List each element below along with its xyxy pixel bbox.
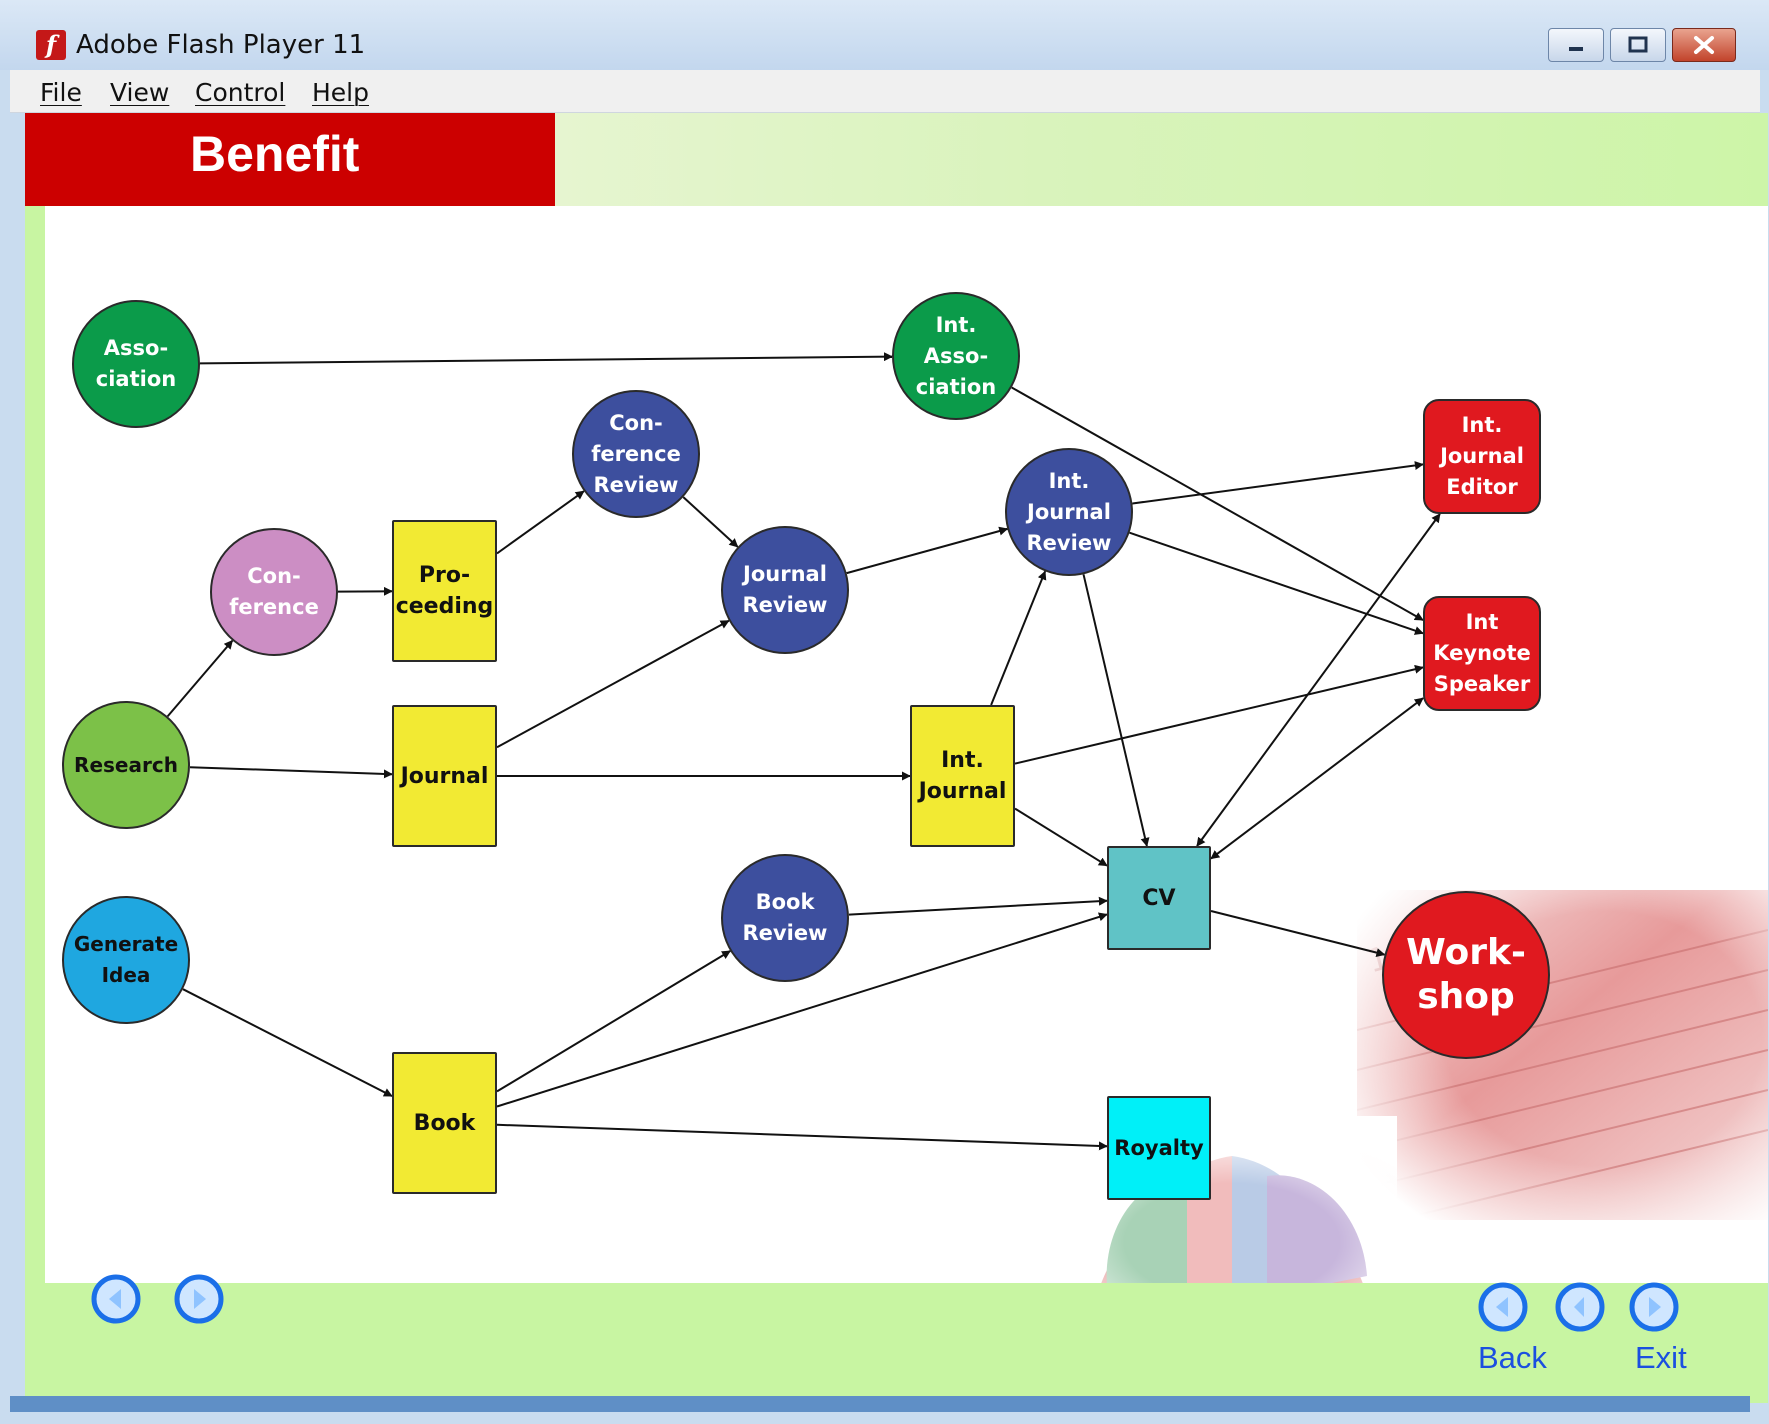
node-int-keynote-speaker: Int Keynote Speaker — [1423, 596, 1541, 711]
exit-link[interactable]: Exit — [1635, 1340, 1687, 1375]
node-int-journal: Int. Journal — [910, 705, 1015, 847]
menu-view[interactable]: View — [110, 78, 170, 107]
node-conference-review: Con- ference Review — [572, 390, 700, 518]
edge-association-to-int-association — [199, 352, 893, 365]
edge-cv-to-workshop — [1210, 910, 1386, 957]
back-previous-icon[interactable] — [1477, 1281, 1529, 1333]
node-label: Book — [413, 1110, 476, 1136]
window-bottom-border — [10, 1396, 1750, 1412]
close-button[interactable] — [1672, 28, 1736, 62]
node-label: Royalty — [1114, 1135, 1204, 1160]
banner-background — [555, 113, 1768, 206]
edge-int-journal-review-to-int-keynote-speaker — [1129, 531, 1424, 635]
home-icon[interactable] — [1554, 1281, 1606, 1333]
edge-generate-idea-to-book — [182, 988, 393, 1097]
menu-help[interactable]: Help — [312, 78, 369, 107]
node-int-association: Int. Asso- ciation — [892, 292, 1020, 420]
edge-int-journal-to-int-journal-review — [990, 570, 1047, 706]
edge-int-journal-to-int-keynote-speaker — [1014, 664, 1424, 765]
flash-player-icon: f — [36, 30, 66, 60]
node-label: Journal Review — [742, 562, 828, 617]
edge-research-to-conference — [166, 639, 234, 718]
edge-research-to-journal — [189, 766, 393, 779]
minimize-button[interactable] — [1548, 28, 1604, 62]
node-label: CV — [1142, 885, 1176, 911]
node-generate-idea: Generate Idea — [62, 896, 190, 1024]
node-label: Research — [74, 752, 178, 777]
navigation-footer: Back Exit — [25, 1274, 1768, 1403]
node-proceeding: Pro- ceeding — [392, 520, 497, 662]
edge-conference-review-to-journal-review — [682, 496, 739, 548]
diagram-canvas: 100000 — [45, 206, 1768, 1296]
node-label: Int. Asso- ciation — [915, 312, 997, 399]
node-label: Int Keynote Speaker — [1433, 610, 1531, 696]
node-int-journal-review: Int. Journal Review — [1005, 448, 1133, 576]
edge-int-journal-review-to-int-journal-editor — [1132, 461, 1424, 505]
exit-next-icon[interactable] — [1628, 1281, 1680, 1333]
node-workshop: Work- shop — [1382, 891, 1550, 1059]
menu-file[interactable]: File — [40, 78, 82, 107]
node-label: Int. Journal Editor — [1440, 413, 1524, 499]
edge-journal-review-to-int-journal-review — [846, 526, 1009, 575]
edge-cv-to-int-keynote-speaker — [1210, 697, 1424, 860]
node-label: Int. Journal — [918, 748, 1007, 804]
node-label: Work- shop — [1406, 932, 1526, 1017]
edge-book-to-royalty — [496, 1123, 1108, 1151]
slide-title: Benefit — [190, 126, 360, 182]
money-fan-image — [1067, 1116, 1397, 1296]
node-label: Journal — [400, 763, 489, 789]
edge-int-journal-to-cv — [1014, 807, 1108, 867]
node-cv: CV — [1107, 846, 1211, 950]
window-title: Adobe Flash Player 11 — [76, 30, 366, 60]
edge-book-to-cv — [496, 912, 1108, 1108]
edge-book-to-book-review — [496, 950, 731, 1093]
menu-bar: File View Control Help — [10, 70, 1760, 113]
node-book: Book — [392, 1052, 497, 1194]
node-conference: Con- ference — [210, 528, 338, 656]
edge-proceeding-to-conference-review — [496, 490, 585, 555]
title-bar: f Adobe Flash Player 11 — [0, 0, 1769, 70]
back-link[interactable]: Back — [1478, 1340, 1547, 1375]
previous-icon[interactable] — [90, 1273, 142, 1325]
node-label: Int. Journal Review — [1026, 468, 1112, 555]
edge-cv-to-int-journal-editor — [1196, 513, 1441, 847]
diagram-connectors — [166, 352, 1441, 1151]
flash-stage: Benefit — [25, 113, 1768, 1403]
node-label: Generate Idea — [73, 932, 179, 987]
edge-journal-to-journal-review — [496, 619, 730, 749]
node-research: Research — [62, 701, 190, 829]
node-journal-review: Journal Review — [721, 526, 849, 654]
node-label: Asso- ciation — [95, 336, 177, 391]
node-int-journal-editor: Int. Journal Editor — [1423, 399, 1541, 514]
node-label: Book Review — [742, 890, 828, 945]
menu-control[interactable]: Control — [195, 78, 286, 107]
close-icon — [1694, 36, 1714, 54]
minimize-icon — [1569, 47, 1583, 51]
node-book-review: Book Review — [721, 854, 849, 982]
next-icon[interactable] — [173, 1273, 225, 1325]
node-royalty: Royalty — [1107, 1096, 1211, 1200]
title-banner: Benefit — [25, 113, 555, 206]
maximize-icon — [1628, 36, 1648, 53]
edge-int-journal-review-to-cv — [1082, 574, 1150, 847]
node-journal: Journal — [392, 705, 497, 847]
edge-book-review-to-cv — [848, 896, 1108, 916]
node-label: Con- ference — [229, 564, 319, 619]
maximize-button[interactable] — [1610, 28, 1666, 62]
node-association: Asso- ciation — [72, 300, 200, 428]
node-label: Con- ference Review — [591, 410, 681, 497]
node-label: Pro- ceeding — [395, 563, 494, 619]
